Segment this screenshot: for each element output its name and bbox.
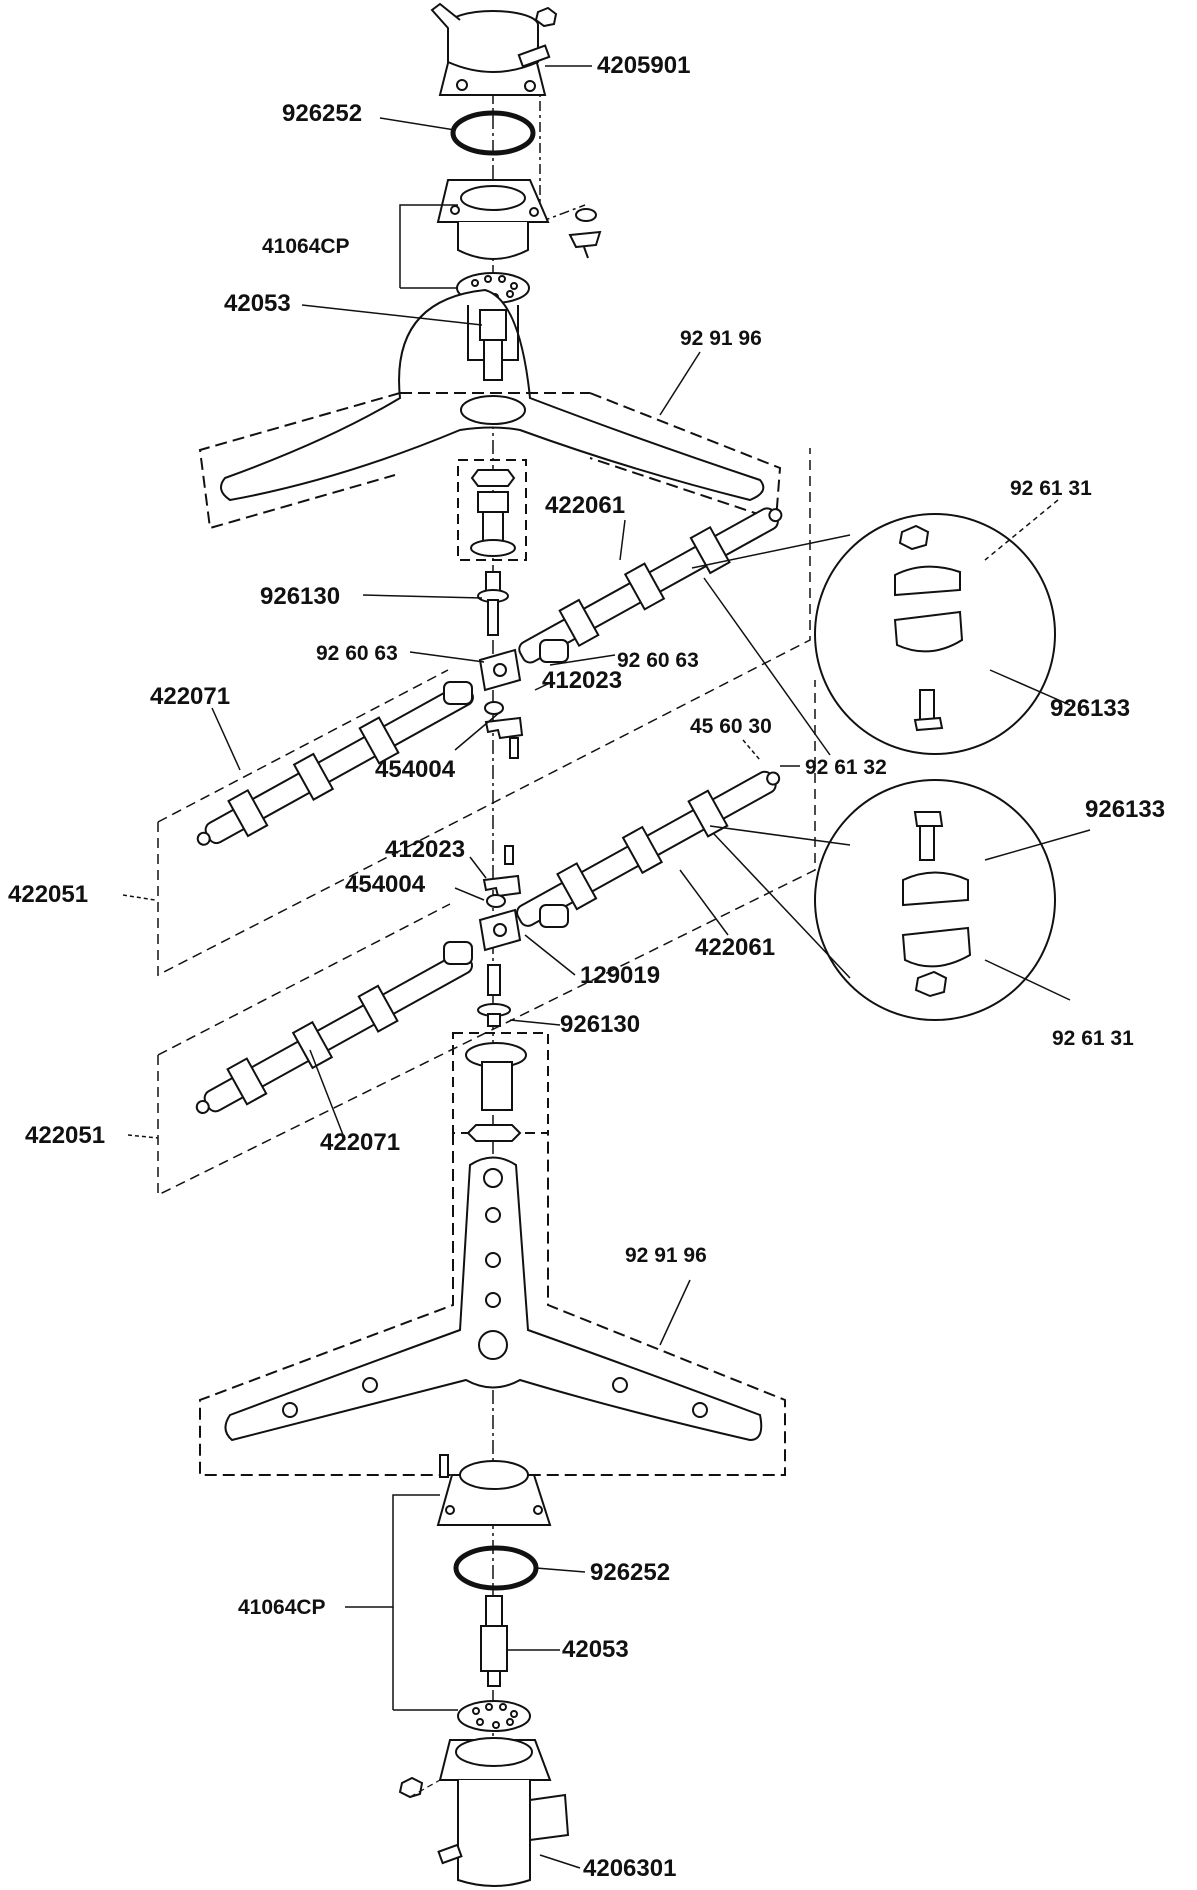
upper-bracket: [484, 701, 524, 759]
upper-right-tube: [518, 507, 783, 664]
label-lower-hub: 129019: [580, 962, 661, 989]
bottom-housing: [398, 1737, 570, 1887]
label-upper-axle: 926130: [260, 583, 341, 610]
label-bottom-arm: 92 91 96: [625, 1244, 707, 1267]
label-top-arm: 92 91 96: [680, 327, 762, 350]
upper-axle: [477, 571, 509, 636]
label-top-stud: 42053: [224, 290, 291, 317]
label-upper-nozzle-left: 92 60 63: [316, 642, 398, 665]
bottom-disk: [457, 1700, 531, 1732]
bottom-oring: [453, 1545, 539, 1591]
bottom-arm-dashed-outline: [199, 1133, 786, 1476]
label-upper-nozzle-right: 92 60 63: [617, 649, 699, 672]
label-upper-assembly: 422051: [8, 881, 89, 908]
top-arm: [220, 288, 765, 502]
label-upper-left-tube: 422071: [150, 683, 231, 710]
lower-clamp-detail: [709, 779, 1056, 1021]
bottom-flange: [436, 1454, 552, 1526]
label-lower-assembly: 422051: [25, 1122, 106, 1149]
lower-bracket: [482, 845, 522, 908]
label-upper-bracket: 412023: [542, 667, 623, 694]
lower-left-tube: [195, 951, 473, 1114]
label-upper-spacer: 454004: [375, 756, 456, 783]
lower-hub: [443, 904, 569, 965]
lower-axle: [477, 964, 511, 1027]
lower-tube-dashed-outline: [157, 680, 816, 1197]
label-bottom-flange-cp: 41064CP: [238, 1596, 326, 1619]
label-upper-clamp-detail: 92 61 31: [1010, 477, 1092, 500]
bottom-arm: [224, 1156, 763, 1442]
lower-right-tube: [516, 770, 781, 927]
label-top-flange-cp: 41064CP: [262, 235, 350, 258]
top-bushing-box: [457, 459, 527, 561]
label-lower-clamp-detail: 926133: [1085, 796, 1166, 823]
upper-clamp-detail: [691, 513, 1056, 756]
label-lower-oring-small: 45 60 30: [690, 715, 772, 738]
label-lower-axle: 926130: [560, 1011, 641, 1038]
bottom-stud: [480, 1595, 508, 1687]
top-housing: [430, 2, 558, 96]
label-upper-clamp-detail-b: 926133: [1050, 695, 1131, 722]
top-oring: [450, 110, 536, 156]
label-top-housing: 4205901: [597, 52, 691, 79]
top-flange: [436, 179, 550, 260]
label-bottom-housing: 4206301: [583, 1855, 677, 1882]
upper-hub: [443, 639, 569, 705]
label-upper-right-tube: 422061: [545, 492, 626, 519]
label-bottom-stud: 42053: [562, 1636, 629, 1663]
label-lower-bracket: 412023: [385, 836, 466, 863]
label-lower-end-screw: 92 61 32: [805, 756, 887, 779]
label-lower-clamp-detail-b: 92 61 31: [1052, 1027, 1134, 1050]
label-top-oring: 926252: [282, 100, 363, 127]
label-lower-left-tube: 422071: [320, 1129, 401, 1156]
label-bottom-oring: 926252: [590, 1559, 671, 1586]
top-arm-dashed-outline: [198, 392, 782, 530]
label-lower-spacer: 454004: [345, 871, 426, 898]
label-lower-right-tube: 422061: [695, 934, 776, 961]
